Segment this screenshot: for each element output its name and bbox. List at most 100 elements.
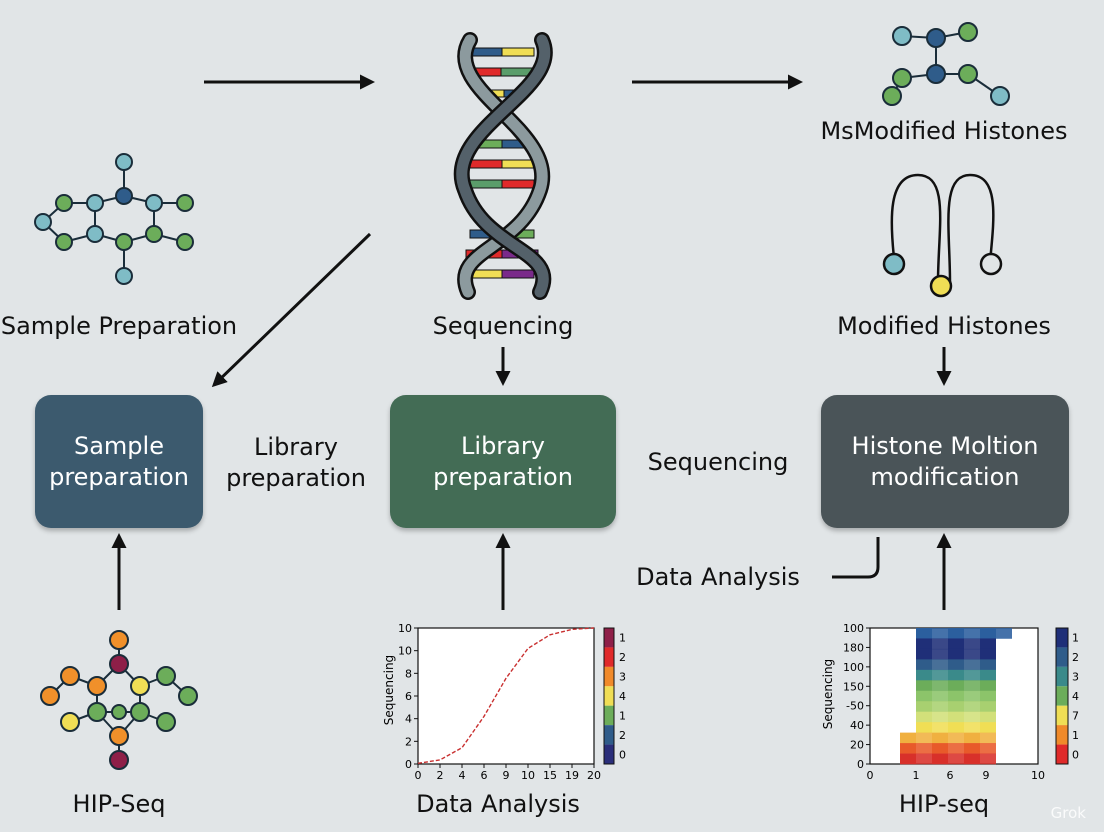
line-chart-colorbar-swatch	[604, 725, 614, 745]
heatmap-cell	[916, 628, 932, 639]
heatmap-x-tick-label: 10	[1031, 769, 1045, 782]
heatmap-cell	[948, 648, 964, 660]
heatmap-cell	[932, 628, 948, 639]
heatmap-cell	[964, 659, 980, 671]
heatmap-cell	[964, 711, 980, 723]
heatmap-colorbar-label: 7	[1072, 709, 1079, 722]
sample-box-line2: preparation	[49, 462, 189, 491]
heatmap-y-tick-label: 150	[843, 680, 864, 693]
line-chart-y-tick-label: 0	[405, 758, 412, 771]
histone-box-line1: Histone Moltion	[851, 431, 1039, 460]
line-chart-x-tick-label: 10	[521, 769, 535, 782]
heatmap-cell	[964, 680, 980, 692]
library-box-line1: Library	[461, 431, 545, 460]
molecule-icon-hipseq	[40, 630, 198, 770]
sample-preparation-box[interactable]: Sample preparation	[35, 395, 203, 528]
heatmap-cell	[932, 722, 948, 733]
histone-modification-box[interactable]: Histone Moltion modification	[821, 395, 1069, 528]
line-chart-colorbar-swatch	[604, 647, 614, 667]
line-chart-colorbar-frame	[603, 627, 615, 765]
heatmap-y-tick-label: 100	[843, 661, 864, 674]
label-data-analysis-mid: Data Analysis	[636, 563, 800, 591]
heatmap-cell	[980, 722, 996, 733]
heatmap-colorbar-swatch	[1056, 628, 1068, 648]
heatmap-cell	[948, 753, 964, 765]
line-chart-colorbar-label: 4	[619, 690, 626, 703]
heatmap-cell	[900, 743, 916, 754]
line-chart-y-tick-label: 10	[398, 645, 412, 658]
heatmap-cell	[980, 669, 996, 681]
line-chart-colorbar-swatch	[604, 744, 614, 764]
label-sequencing-mid: Sequencing	[647, 448, 789, 476]
line-chart-ylabel: Sequencing	[382, 655, 396, 725]
heatmap-cell	[916, 743, 932, 754]
molecule-icon-sample	[34, 153, 194, 285]
heatmap-cell	[932, 701, 948, 712]
heatmap-colorbar-swatch	[1056, 705, 1068, 726]
library-prep-line1: Library	[254, 433, 338, 461]
library-prep-line2: preparation	[226, 464, 366, 492]
line-chart-x-tick-label: 0	[415, 769, 422, 782]
heatmap-y-tick-label: 40	[850, 719, 864, 732]
watermark: Grok	[1050, 804, 1086, 822]
line-chart-y-tick-label: 2	[405, 735, 412, 748]
heatmap-cell	[964, 722, 980, 733]
heatmap-cell	[964, 628, 980, 639]
heatmap-x-tick-label: 0	[867, 769, 874, 782]
heatmap-cell	[932, 690, 948, 702]
heatmap-cell	[948, 638, 964, 650]
heatmap-cell	[948, 722, 964, 733]
line-chart-colorbar-label: 0	[619, 748, 626, 761]
label-hip-seq-left: HIP-Seq	[72, 790, 166, 818]
heatmap-colorbar-swatch	[1056, 686, 1068, 706]
label-library-preparation: Library preparation	[218, 432, 374, 494]
sample-box-line1: Sample	[73, 431, 164, 460]
heatmap-cell	[900, 753, 916, 765]
heatmap-cell	[916, 701, 932, 712]
label-data-analysis-bottom: Data Analysis	[416, 790, 580, 818]
heatmap-cell	[948, 659, 964, 671]
label-sequencing-top: Sequencing	[432, 312, 574, 340]
heatmap-cell	[932, 732, 948, 744]
line-chart-colorbar-label: 1	[619, 632, 626, 645]
heatmap-cell	[996, 628, 1012, 639]
heatmap-cell	[980, 701, 996, 712]
library-preparation-box[interactable]: Library preparation	[390, 395, 616, 528]
heatmap-colorbar-label: 3	[1072, 671, 1079, 684]
heatmap-colorbar-label: 4	[1072, 690, 1079, 703]
label-hip-seq-right: HIP-seq	[898, 790, 990, 818]
line-chart-colorbar-swatch	[604, 628, 614, 648]
heatmap-cell	[932, 638, 948, 650]
heatmap-ylabel: Sequencing	[821, 659, 835, 729]
heatmap-cell	[948, 701, 964, 712]
histone-loops-icon	[882, 173, 1003, 298]
heatmap-cell	[964, 701, 980, 712]
heatmap-cell	[916, 690, 932, 702]
heatmap-cell	[964, 753, 980, 765]
heatmap-y-tick-label: 100	[843, 622, 864, 635]
dna-helix-icon	[453, 32, 553, 300]
heatmap-cell	[980, 638, 996, 650]
heatmap-cell	[916, 648, 932, 660]
heatmap-cell	[948, 732, 964, 744]
heatmap-cell	[948, 680, 964, 692]
heatmap-colorbar-label: 1	[1072, 632, 1079, 645]
heatmap-cell	[916, 753, 932, 765]
library-box-line2: preparation	[433, 462, 573, 491]
heatmap-cell	[932, 711, 948, 723]
heatmap-cell	[980, 711, 996, 723]
heatmap-cell	[916, 722, 932, 733]
heatmap-y-tick-label: 0	[857, 758, 864, 771]
heatmap-x-tick-label: 6	[947, 769, 954, 782]
heatmap-cell	[948, 669, 964, 681]
flow-arrows	[111, 74, 952, 610]
heatmap-cell	[980, 753, 996, 765]
line-chart-x-tick-label: 19	[565, 769, 579, 782]
connector-elbow	[832, 537, 880, 579]
line-chart-colorbar-swatch	[604, 666, 614, 687]
